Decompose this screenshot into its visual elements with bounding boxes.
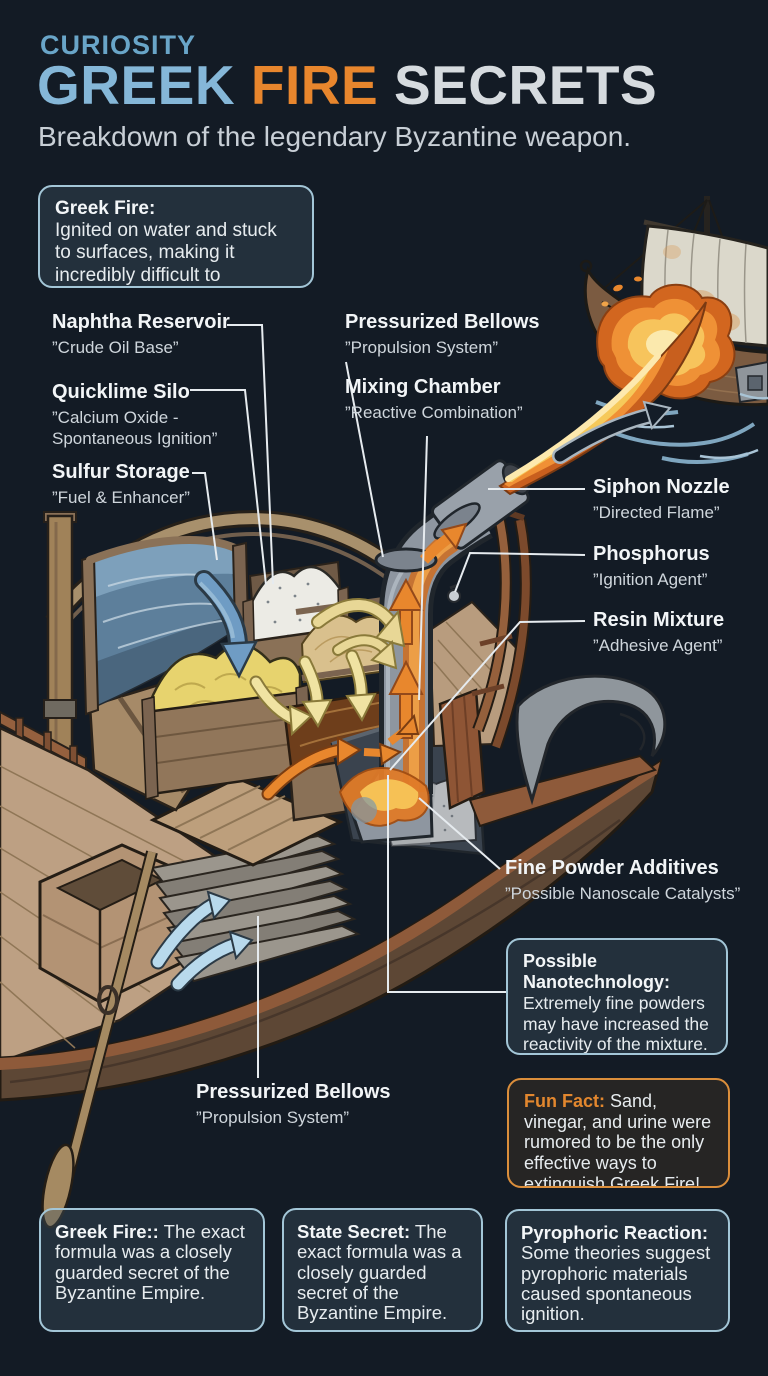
leader-resin <box>389 620 586 771</box>
rowlock-rope <box>97 985 119 1015</box>
leader-quicklime <box>190 389 267 586</box>
title-word-fire: FIRE <box>250 54 379 116</box>
label-subtitle: ”Fuel & Enhancer” <box>52 488 190 507</box>
fun-fact-box: Fun Fact: Sand, vinegar, and urine were … <box>507 1078 730 1188</box>
nanotechnology-box: Possible Nanotechnology: Extremely fine … <box>506 938 728 1055</box>
label-quicklime-silo: Quicklime Silo ”Calcium Oxide - Spontane… <box>52 382 244 449</box>
label-title: Quicklime Silo <box>52 381 190 403</box>
label-title: Naphtha Reservoir <box>52 311 230 333</box>
label-title: Mixing Chamber <box>345 376 501 398</box>
phosphorus-vial <box>447 583 461 603</box>
label-phosphorus: Phosphorus ”Ignition Agent” <box>593 544 710 591</box>
pyrophoric-reaction-box: Pyrophoric Reaction: Some theories sugge… <box>505 1209 730 1332</box>
nanotech-box-title: Possible Nanotechnology: <box>523 951 670 993</box>
leader-lines <box>190 324 586 1078</box>
pyrophoric-body: Some theories suggest pyrophoric materia… <box>521 1242 711 1325</box>
nanotech-box-body: Extremely fine powders may have increase… <box>523 993 709 1055</box>
ingredient-arrows <box>249 598 406 737</box>
label-subtitle: ”Propulsion System” <box>196 1108 350 1127</box>
bellows-board <box>149 776 344 867</box>
label-subtitle: ”Adhesive Agent” <box>593 636 723 655</box>
leader-phosphorus <box>454 551 586 593</box>
label-sulfur-storage: Sulfur Storage ”Fuel & Enhancer” <box>52 462 190 509</box>
intro-box-title: Greek Fire: <box>55 198 156 219</box>
label-fine-powder-additives: Fine Powder Additives ”Possible Nanoscal… <box>505 858 740 905</box>
label-subtitle: ”Directed Flame” <box>593 503 720 522</box>
leader-nanotech <box>387 775 506 993</box>
label-naphtha-reservoir: Naphtha Reservoir ”Crude Oil Base” <box>52 312 230 359</box>
label-title: Sulfur Storage <box>52 461 190 483</box>
greek-fire-secret-body: The exact formula was a closely guarded … <box>55 1221 245 1304</box>
leader-bellows-top <box>345 361 384 558</box>
junction-flames <box>338 767 430 827</box>
label-pressurized-bellows-top: Pressurized Bellows ”Propulsion System” <box>345 312 540 359</box>
fun-fact-title: Fun Fact: <box>524 1091 605 1111</box>
page-title: GREEK FIRE SECRETS <box>37 58 657 113</box>
stern-volute <box>468 674 667 828</box>
label-subtitle: ”Propulsion System” <box>345 338 499 357</box>
leader-naphtha <box>227 324 274 585</box>
page-subtitle: Breakdown of the legendary Byzantine wea… <box>38 121 632 152</box>
label-subtitle: ”Possible Nanoscale Catalysts” <box>505 884 741 903</box>
kicker: CURIOSITY <box>40 30 197 60</box>
label-subtitle: ”Ignition Agent” <box>593 570 708 589</box>
label-siphon-nozzle: Siphon Nozzle ”Directed Flame” <box>593 477 730 524</box>
pyrophoric-title: Pyrophoric Reaction: <box>521 1222 709 1243</box>
label-title: Pressurized Bellows <box>196 1081 391 1103</box>
label-title: Fine Powder Additives <box>505 857 719 879</box>
leader-sulfur <box>192 472 218 561</box>
naphtha-arrow <box>194 570 259 679</box>
label-subtitle: ”Calcium Oxide - Spontaneous Ignition” <box>52 408 218 448</box>
state-secret-box: State Secret: The exact formula was a cl… <box>282 1208 483 1332</box>
greek-fire-secret-box: Greek Fire:: The exact formula was a clo… <box>39 1208 265 1332</box>
label-title: Siphon Nozzle <box>593 476 730 498</box>
junction-arrows <box>261 713 420 801</box>
greek-fire-intro-box: Greek Fire: Ignited on water and stuck t… <box>38 185 314 288</box>
intro-box-body: Ignited on water and stuck to surfaces, … <box>55 220 277 286</box>
leader-fine-powder <box>418 797 501 870</box>
leader-mixing <box>418 435 428 701</box>
main-ship <box>0 459 667 1229</box>
bellows-air-arrows <box>150 890 254 992</box>
label-title: Resin Mixture <box>593 609 725 631</box>
oar <box>41 850 158 1229</box>
label-mixing-chamber: Mixing Chamber ”Reactive Combination” <box>345 377 523 424</box>
title-word-greek: GREEK <box>37 54 236 116</box>
label-title: Phosphorus <box>593 543 710 565</box>
greek-fire-secret-title: Greek Fire:: <box>55 1221 159 1242</box>
state-secret-body: The exact formula was a closely guarded … <box>297 1221 462 1324</box>
pipe-collar <box>374 547 438 573</box>
label-subtitle: ”Crude Oil Base” <box>52 338 179 357</box>
siphon-pipe <box>338 459 531 844</box>
flame-jet <box>498 301 707 496</box>
label-subtitle: ”Reactive Combination” <box>345 403 523 422</box>
label-resin-mixture: Resin Mixture ”Adhesive Agent” <box>593 610 724 657</box>
fun-fact-body: Sand, vinegar, and urine were rumored to… <box>524 1091 712 1188</box>
label-pressurized-bellows-bottom: Pressurized Bellows ”Propulsion System” <box>196 1082 391 1129</box>
attack-direction-arrow <box>552 400 672 464</box>
title-word-secrets: SECRETS <box>393 54 658 116</box>
label-title: Pressurized Bellows <box>345 311 540 333</box>
state-secret-title: State Secret: <box>297 1221 411 1242</box>
